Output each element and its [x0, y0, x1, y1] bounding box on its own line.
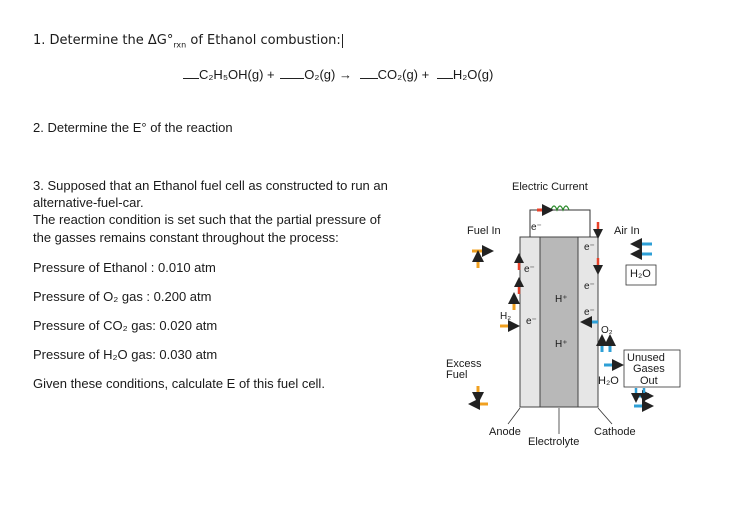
q1-suffix: of Ethanol combustion:: [186, 33, 341, 48]
question-1: 1. Determine the ΔG°rxn of Ethanol combu…: [33, 33, 343, 50]
coef-blank-co2[interactable]: [359, 66, 378, 79]
e-minus-anode-top: e⁻: [531, 222, 542, 233]
eq-oxygen: O₂(g) →: [304, 67, 352, 82]
e-minus-cathode-low: e⁻: [584, 307, 595, 318]
gases-label: Gases: [633, 363, 665, 375]
eq-water: H₂O(g): [452, 67, 494, 82]
h2o-right-box: [625, 264, 657, 286]
question-2: 2. Determine the E° of the reaction: [33, 120, 233, 135]
resistor-coil: [550, 205, 570, 212]
pressure-o2: Pressure of O₂ gas : 0.200 atm: [33, 289, 212, 304]
anode-label: Anode: [489, 426, 521, 438]
e-minus-cathode-top: e⁻: [584, 242, 595, 253]
h-plus-upper: H⁺: [555, 294, 568, 305]
h2-label: H₂: [500, 311, 511, 322]
pressure-ethanol: Pressure of Ethanol : 0.010 atm: [33, 260, 216, 275]
electrolyte-plate: [539, 236, 579, 408]
eq-co2: CO₂(g) +: [377, 67, 430, 82]
external-circuit-wire: [529, 209, 591, 237]
fuel-label: Fuel: [446, 369, 467, 381]
eq-ethanol: C₂H₅OH(g) +: [199, 67, 275, 82]
q3-line1: 3. Supposed that an Ethanol fuel cell as…: [33, 178, 388, 193]
q1-rxn-subscript: rxn: [173, 40, 187, 50]
coef-blank-h2o[interactable]: [436, 66, 453, 79]
electric-current-label: Electric Current: [512, 181, 588, 193]
excess-label: Excess: [446, 358, 482, 370]
q1-prefix: 1. Determine the ΔG°: [33, 33, 174, 48]
electrolyte-label: Electrolyte: [528, 436, 579, 448]
pressure-h2o: Pressure of H₂O gas: 0.030 atm: [33, 347, 218, 362]
q3-line4: the gasses remains constant throughout t…: [33, 230, 339, 245]
cathode-label: Cathode: [594, 426, 636, 438]
h-plus-lower: H⁺: [555, 339, 568, 350]
out-label: Out: [640, 375, 658, 387]
fuel-in-label: Fuel In: [467, 225, 501, 237]
o2-label: O₂: [601, 325, 613, 336]
q3-given: Given these conditions, calculate E of t…: [33, 376, 325, 391]
coef-blank-ethanol[interactable]: [183, 66, 199, 79]
coef-blank-o2[interactable]: [280, 66, 305, 79]
pressure-co2: Pressure of CO₂ gas: 0.020 atm: [33, 318, 218, 333]
unused-gases-box: [623, 349, 681, 388]
e-minus-anode-low: e⁻: [526, 316, 537, 327]
q3-line3: The reaction condition is set such that …: [33, 212, 381, 227]
air-in-label: Air In: [614, 225, 640, 237]
text-cursor: [341, 33, 343, 48]
e-minus-anode-mid: e⁻: [524, 264, 535, 275]
h2o-right-label: H₂O: [630, 268, 651, 280]
q3-line2: alternative-fuel-car.: [33, 195, 144, 210]
equation-line: C₂H₅OH(g) + O₂(g) → CO₂(g) + H₂O(g): [183, 66, 493, 82]
e-minus-cathode-mid: e⁻: [584, 281, 595, 292]
h2o-cathode-bottom-label: H₂O: [598, 375, 619, 387]
unused-label: Unused: [627, 352, 665, 364]
